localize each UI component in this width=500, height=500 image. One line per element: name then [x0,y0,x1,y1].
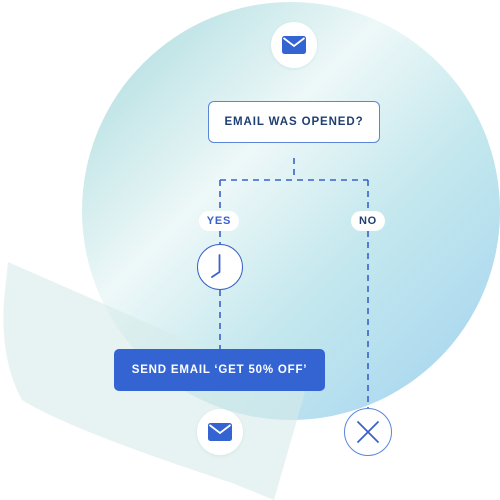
end-node[interactable] [344,408,392,456]
wait-node[interactable] [197,244,243,290]
decision-box[interactable]: EMAIL WAS OPENED? [208,101,380,143]
trigger-node[interactable] [271,22,317,68]
action-node[interactable] [197,409,243,455]
send-email-action-button[interactable]: SEND EMAIL ‘GET 50% OFF’ [114,349,325,391]
decision-label: EMAIL WAS OPENED? [224,116,364,128]
action-label: SEND EMAIL ‘GET 50% OFF’ [131,364,308,376]
yes-branch-label: YES [199,211,239,231]
no-branch-label: NO [351,211,385,231]
close-icon [357,421,379,443]
envelope-icon [282,36,306,54]
envelope-icon [208,423,232,441]
clock-icon [211,254,221,278]
